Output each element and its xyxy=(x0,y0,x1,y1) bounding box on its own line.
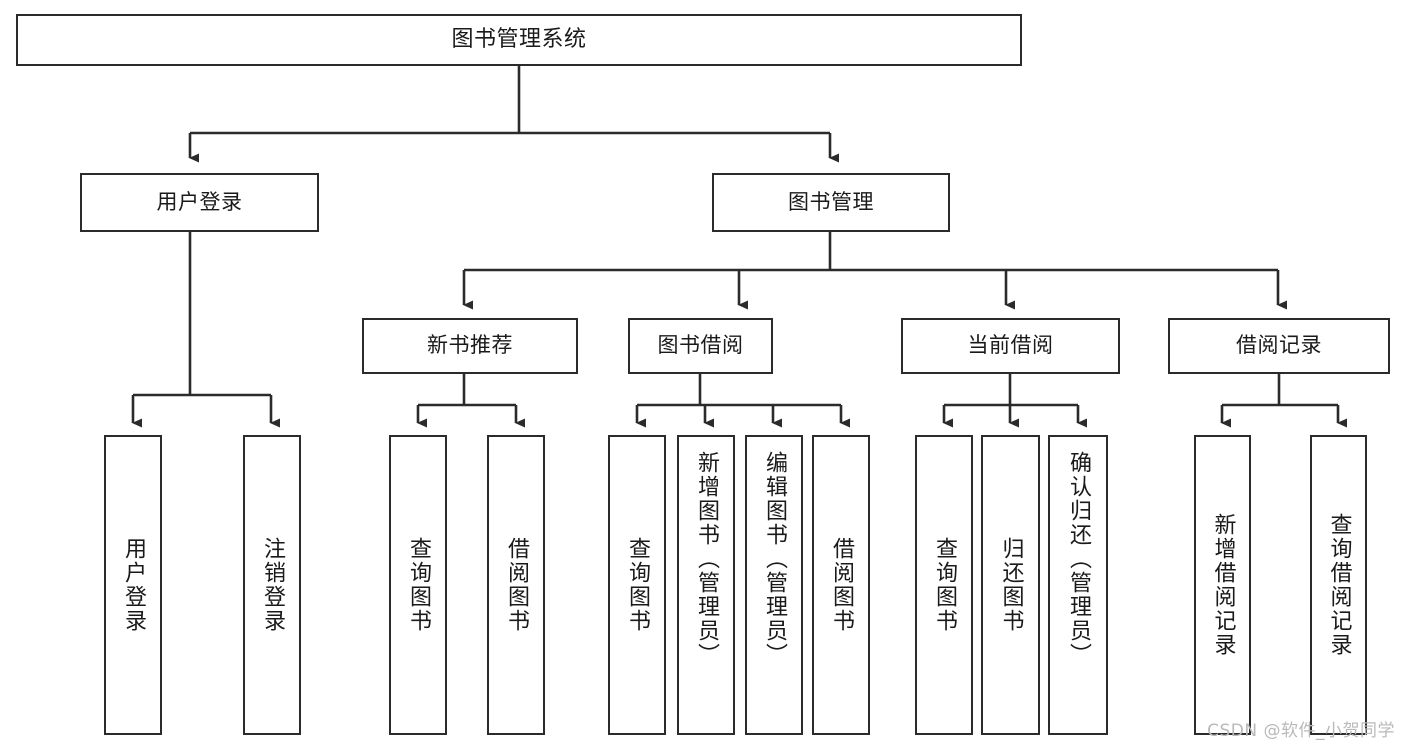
leaf-borrow-record-2-label: 查询借阅记录 xyxy=(1326,513,1352,657)
leaf-current-borrow-1[interactable]: 查询图书 xyxy=(915,435,973,735)
leaf-new-book-rec-2[interactable]: 借阅图书 xyxy=(487,435,545,735)
leaf-user-login-2[interactable]: 注销登录 xyxy=(243,435,301,735)
leaf-current-borrow-3-label: 确认归还（管理员） xyxy=(1065,451,1091,667)
node-borrow-record[interactable]: 借阅记录 xyxy=(1168,318,1390,374)
node-book-manage[interactable]: 图书管理 xyxy=(712,173,950,232)
leaf-current-borrow-2[interactable]: 归还图书 xyxy=(981,435,1040,735)
leaf-user-login-2-label: 注销登录 xyxy=(259,537,285,633)
node-new-book-rec[interactable]: 新书推荐 xyxy=(362,318,578,374)
leaf-book-borrow-2[interactable]: 新增图书（管理员） xyxy=(677,435,735,735)
node-user-login-label: 用户登录 xyxy=(156,189,243,214)
node-current-borrow[interactable]: 当前借阅 xyxy=(901,318,1120,374)
node-book-borrow-label: 图书借阅 xyxy=(657,333,744,358)
leaf-book-borrow-4[interactable]: 借阅图书 xyxy=(812,435,870,735)
leaf-borrow-record-1-label: 新增借阅记录 xyxy=(1210,513,1236,657)
leaf-book-borrow-2-label: 新增图书（管理员） xyxy=(693,451,719,667)
leaf-borrow-record-2[interactable]: 查询借阅记录 xyxy=(1310,435,1367,735)
leaf-current-borrow-2-label: 归还图书 xyxy=(998,537,1024,633)
leaf-new-book-rec-2-label: 借阅图书 xyxy=(503,537,529,633)
leaf-new-book-rec-1-label: 查询图书 xyxy=(405,537,431,633)
leaf-book-borrow-3[interactable]: 编辑图书（管理员） xyxy=(745,435,803,735)
watermark: CSDN @软件_小贺同学 xyxy=(1207,721,1395,741)
leaf-borrow-record-1[interactable]: 新增借阅记录 xyxy=(1194,435,1251,735)
node-current-borrow-label: 当前借阅 xyxy=(967,333,1054,358)
leaf-current-borrow-1-label: 查询图书 xyxy=(931,537,957,633)
leaf-new-book-rec-1[interactable]: 查询图书 xyxy=(389,435,447,735)
leaf-book-borrow-3-label: 编辑图书（管理员） xyxy=(761,451,787,667)
node-book-manage-label: 图书管理 xyxy=(788,189,874,214)
leaf-book-borrow-1-label: 查询图书 xyxy=(624,537,650,633)
node-root-label: 图书管理系统 xyxy=(451,26,587,52)
node-user-login[interactable]: 用户登录 xyxy=(80,173,319,232)
node-new-book-rec-label: 新书推荐 xyxy=(427,333,513,358)
node-borrow-record-label: 借阅记录 xyxy=(1236,333,1322,358)
leaf-current-borrow-3[interactable]: 确认归还（管理员） xyxy=(1048,435,1108,735)
leaf-user-login-1[interactable]: 用户登录 xyxy=(104,435,162,735)
node-root[interactable]: 图书管理系统 xyxy=(16,14,1022,66)
leaf-book-borrow-4-label: 借阅图书 xyxy=(828,537,854,633)
leaf-book-borrow-1[interactable]: 查询图书 xyxy=(608,435,666,735)
leaf-user-login-1-label: 用户登录 xyxy=(120,537,146,633)
node-book-borrow[interactable]: 图书借阅 xyxy=(628,318,773,374)
